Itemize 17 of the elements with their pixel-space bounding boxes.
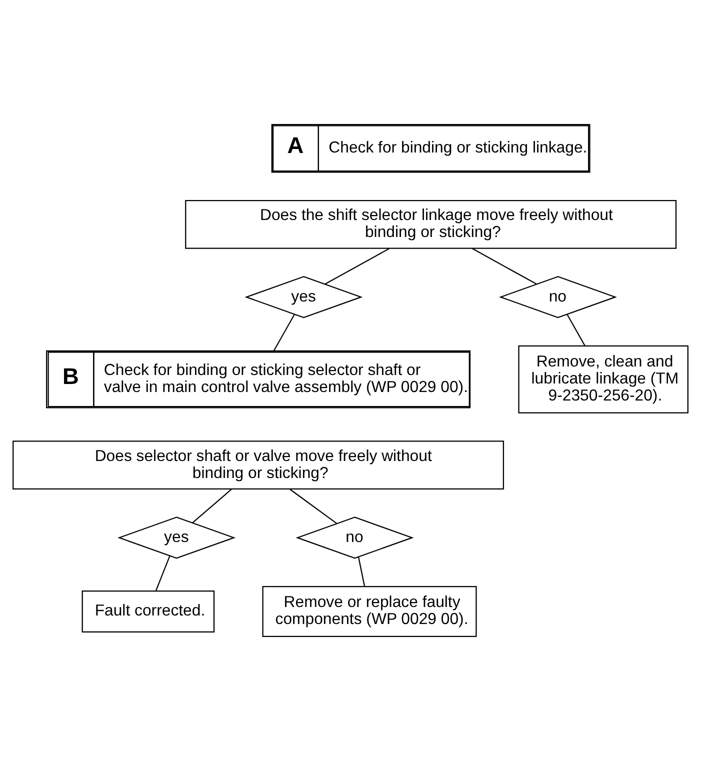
connector (192, 488, 232, 524)
connector (324, 248, 390, 285)
connector (358, 556, 366, 586)
node-diamond: no (498, 276, 617, 318)
connector (273, 314, 295, 351)
node-diamond: yes (118, 516, 236, 559)
node-box: Remove, clean and lubricate linkage (TM 9-2350-256-20). (518, 345, 688, 414)
node-box: Does the shift selector linkage move freely without binding or sticking? (185, 200, 677, 249)
connector (155, 556, 170, 592)
node-diamond: no (296, 516, 414, 559)
node-box: Remove or replace faulty components (WP 0029 00). (262, 586, 477, 638)
node-box: Does selector shaft or valve move freely without binding or sticking? (12, 440, 504, 490)
node-diamond: yes (244, 276, 363, 318)
node-box: Fault corrected. (82, 590, 215, 632)
connector (566, 314, 586, 346)
connector (290, 488, 338, 524)
connector (472, 248, 537, 285)
